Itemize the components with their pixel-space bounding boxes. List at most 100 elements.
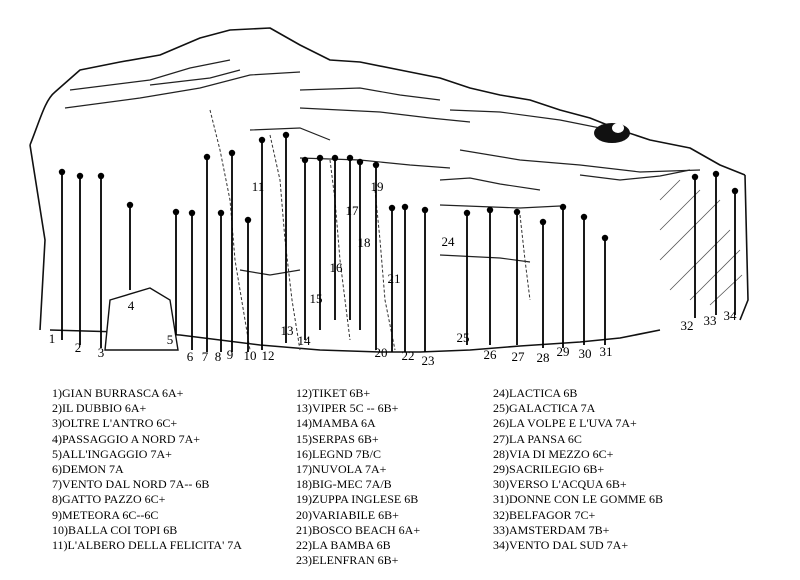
route-number-25: 25 (457, 330, 470, 345)
legend-item-19: 19)ZUPPA INGLESE 6B (296, 492, 419, 507)
rock-bands (64, 59, 701, 276)
wall-label-16: 16 (330, 260, 344, 275)
route-anchor-dot (539, 218, 547, 226)
wall-label-11: 11 (252, 179, 265, 194)
legend-item-13: 13)VIPER 5C -- 6B+ (296, 401, 399, 416)
legend-item-22: 22)LA BAMBA 6B (296, 538, 391, 552)
route-number-1: 1 (49, 331, 56, 346)
legend-item-10: 10)BALLA COI TOPI 6B (52, 522, 178, 537)
wall-label-13: 13 (281, 323, 294, 338)
legend-item-27: 27)LA PANSA 6C (493, 431, 582, 446)
route-anchor-dot (188, 209, 196, 217)
route-number-30: 30 (579, 346, 592, 361)
route-anchor-dot (486, 206, 494, 214)
route-anchor-dot (691, 173, 699, 181)
route-number-10: 10 (244, 348, 257, 363)
route-number-5: 5 (167, 332, 174, 347)
wall-label-18: 18 (358, 235, 371, 250)
route-number-23: 23 (422, 353, 435, 368)
route-anchor-dot (356, 158, 364, 166)
legend-item-6: 6)DEMON 7A (52, 462, 124, 476)
route-anchor-dot (463, 209, 471, 217)
legend-item-21: 21)BOSCO BEACH 6A+ (296, 522, 421, 537)
route-anchor-dot (244, 216, 252, 224)
route-anchor-dot (580, 213, 588, 221)
route-number-2: 2 (75, 340, 82, 355)
route-anchor-dot (316, 154, 324, 162)
route-anchor-dot (513, 208, 521, 216)
legend-item-4: 4)PASSAGGIO A NORD 7A+ (52, 431, 201, 446)
legend-item-2: 2)IL DUBBIO 6A+ (52, 401, 147, 416)
legend-item-23: 23)ELENFRAN 6B+ (296, 553, 399, 568)
legend-item-29: 29)SACRILEGIO 6B+ (493, 462, 605, 476)
legend-item-15: 15)SERPAS 6B+ (296, 431, 379, 446)
route-anchor-dot (731, 187, 739, 195)
route-number-26: 26 (484, 347, 498, 362)
legend-item-9: 9)METEORA 6C--6C (52, 507, 159, 522)
legend-item-20: 20)VARIABILE 6B+ (296, 507, 399, 522)
legend-item-26: 26)LA VOLPE E L'UVA 7A+ (493, 416, 637, 431)
legend-item-1: 1)GIAN BURRASCA 6A+ (52, 386, 184, 400)
route-number-31: 31 (600, 344, 613, 359)
legend-item-16: 16)LEGND 7B/C (296, 446, 381, 461)
route-anchor-dot (401, 203, 409, 211)
route-number-34: 34 (724, 308, 738, 323)
route-anchor-dot (228, 149, 236, 157)
route-anchor-dot (126, 201, 134, 209)
cave-mark-inner (612, 123, 624, 133)
route-number-7: 7 (202, 349, 209, 364)
legend-item-31: 31)DONNE CON LE GOMME 6B (493, 492, 663, 507)
route-anchor-dot (712, 170, 720, 178)
route-anchor-dot (601, 234, 609, 242)
wall-label-19: 19 (371, 179, 384, 194)
route-anchor-dot (97, 172, 105, 180)
route-anchor-dot (58, 168, 66, 176)
hatched-buttress (659, 179, 743, 306)
route-number-27: 27 (512, 349, 526, 364)
legend-item-12: 12)TIKET 6B+ (296, 386, 371, 400)
wall-label-21: 21 (388, 271, 401, 286)
route-number-29: 29 (557, 344, 570, 359)
legend-item-24: 24)LACTICA 6B (493, 386, 578, 400)
route-number-3: 3 (98, 345, 105, 360)
legend-item-32: 32)BELFAGOR 7C+ (493, 507, 596, 522)
cave-mark (594, 123, 630, 143)
route-number-12: 12 (262, 348, 275, 363)
route-number-8: 8 (215, 349, 222, 364)
route-anchor-dot (172, 208, 180, 216)
wall-label-4: 4 (128, 298, 135, 313)
boulder-outline (104, 287, 179, 351)
route-number-28: 28 (537, 350, 550, 365)
route-number-32: 32 (681, 318, 694, 333)
legend-item-34: 34)VENTO DAL SUD 7A+ (493, 538, 629, 552)
route-anchor-dot (258, 136, 266, 144)
route-number-22: 22 (402, 348, 415, 363)
route-number-9: 9 (227, 347, 234, 362)
route-anchor-dot (331, 154, 339, 162)
legend-item-7: 7)VENTO DAL NORD 7A-- 6B (52, 477, 210, 492)
route-anchor-dot (372, 161, 380, 169)
legend-item-11: 11)L'ALBERO DELLA FELICITA' 7A (52, 538, 242, 552)
route-anchor-dot (76, 172, 84, 180)
route-number-20: 20 (375, 345, 388, 360)
route-anchor-dot (559, 203, 567, 211)
route-anchor-dot (421, 206, 429, 214)
route-anchor-dot (301, 156, 309, 164)
route-lines (58, 131, 739, 352)
route-number-6: 6 (187, 349, 194, 364)
legend-item-18: 18)BIG-MEC 7A/B (296, 477, 392, 492)
legend-item-8: 8)GATTO PAZZO 6C+ (52, 492, 166, 507)
cracks (209, 109, 531, 351)
legend-item-25: 25)GALACTICA 7A (493, 401, 596, 416)
legend-item-33: 33)AMSTERDAM 7B+ (493, 522, 610, 537)
wall-label-24: 24 (442, 234, 456, 249)
route-anchor-dot (217, 209, 225, 217)
wall-label-17: 17 (346, 203, 360, 218)
route-anchor-dot (282, 131, 290, 139)
route-number-14: 14 (298, 333, 312, 348)
route-number-33: 33 (704, 313, 717, 328)
legend-item-30: 30)VERSO L'ACQUA 6B+ (493, 477, 627, 492)
